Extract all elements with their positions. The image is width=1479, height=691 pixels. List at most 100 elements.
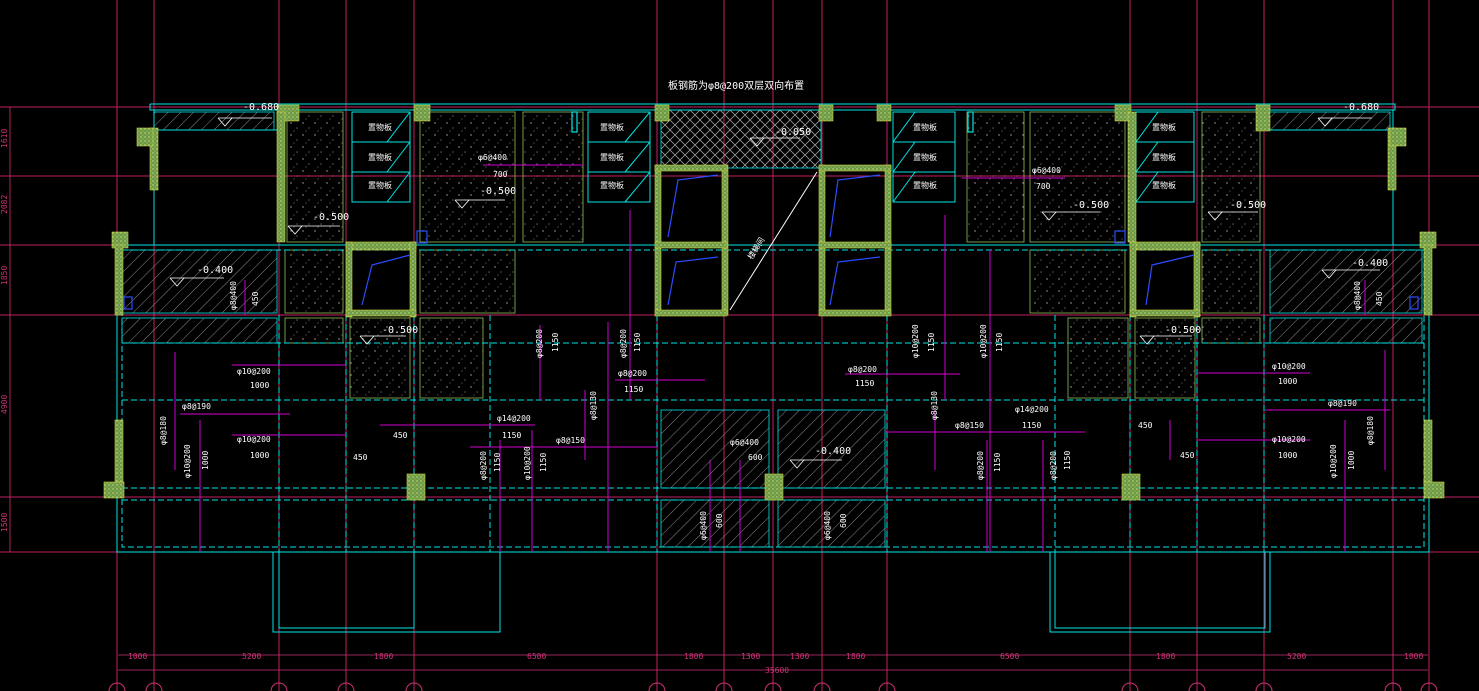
rebar-label: φ8@400 bbox=[1353, 281, 1362, 310]
rebar-label: 1000 bbox=[1278, 377, 1297, 386]
rebar-label: φ10@200 bbox=[523, 446, 532, 480]
columns bbox=[103, 104, 1445, 501]
dim-label: 5200 bbox=[242, 652, 261, 661]
dimension-lines bbox=[9, 107, 1428, 671]
rebar-label: φ10@200 bbox=[1272, 362, 1306, 371]
rebar-label: φ8@200 bbox=[1049, 451, 1058, 480]
rebar-label: 700 bbox=[1036, 182, 1051, 191]
blue-elements bbox=[123, 111, 1419, 310]
rebar-label: φ10@200 bbox=[183, 444, 192, 478]
rebar-label: φ6@400 bbox=[478, 153, 507, 162]
shelf-label: 置物板 bbox=[913, 180, 937, 190]
shelf-labels: 置物板 置物板 置物板 置物板 置物板 置物板 置物板 置物板 置物板 置物板 … bbox=[368, 122, 1176, 190]
rebar-label: φ10@200 bbox=[1329, 444, 1338, 478]
dotted-slabs bbox=[284, 111, 1261, 399]
shelf-label: 置物板 bbox=[368, 122, 392, 132]
rebar-label: φ8@400 bbox=[229, 281, 238, 310]
shelf-label: 置物板 bbox=[1152, 152, 1176, 162]
rebar-label: 1150 bbox=[493, 453, 502, 472]
rebar-label: 450 bbox=[1180, 451, 1195, 460]
total-dim-label: 35600 bbox=[765, 666, 789, 675]
rebar-label: φ10@200 bbox=[237, 367, 271, 376]
shelf-frames bbox=[351, 111, 1195, 203]
rebar-label: φ10@200 bbox=[1272, 435, 1306, 444]
level-markers bbox=[169, 117, 1380, 469]
level-label: -0.680 bbox=[243, 102, 279, 113]
shelf-label: 置物板 bbox=[913, 122, 937, 132]
level-label: -0.500 bbox=[1073, 200, 1109, 211]
rebar-label: φ6@400 bbox=[699, 511, 708, 540]
dim-label: 4900 bbox=[0, 395, 9, 414]
rebar-label: φ8@200 bbox=[976, 451, 985, 480]
bottom-dimension-labels: 1000 5200 1800 6500 1800 1300 1300 1800 … bbox=[128, 652, 1423, 675]
shelf-label: 置物板 bbox=[368, 180, 392, 190]
rebar-label: 1150 bbox=[927, 333, 936, 352]
rebar-label: 600 bbox=[715, 513, 724, 528]
rebar-label: 1150 bbox=[855, 379, 874, 388]
level-label: -0.500 bbox=[1230, 200, 1266, 211]
dim-label: 6500 bbox=[527, 652, 546, 661]
rebar-label: φ8@200 bbox=[618, 369, 647, 378]
rebar-label: φ14@200 bbox=[1015, 405, 1049, 414]
dim-label: 1300 bbox=[790, 652, 809, 661]
rebar-label: φ6@400 bbox=[823, 511, 832, 540]
rebar-label: 1000 bbox=[201, 451, 210, 470]
shelf-label: 置物板 bbox=[913, 152, 937, 162]
rebar-label: 1150 bbox=[502, 431, 521, 440]
shelf-label: 置物板 bbox=[600, 152, 624, 162]
rebar-label: φ6@400 bbox=[1032, 166, 1061, 175]
stair-diagonal bbox=[729, 171, 818, 311]
rebar-label: φ8@130 bbox=[589, 391, 598, 420]
rebar-label: 1150 bbox=[551, 333, 560, 352]
dim-label: 1800 bbox=[846, 652, 865, 661]
rebar-label: 1150 bbox=[1022, 421, 1041, 430]
dim-label: 1300 bbox=[741, 652, 760, 661]
rebar-label: 1000 bbox=[250, 451, 269, 460]
shelf-label: 置物板 bbox=[600, 180, 624, 190]
level-label: -0.680 bbox=[1343, 102, 1379, 113]
dim-label: 1000 bbox=[1404, 652, 1423, 661]
rebar-label: 700 bbox=[493, 170, 508, 179]
dim-label: 6500 bbox=[1000, 652, 1019, 661]
rebar-label: 1150 bbox=[539, 453, 548, 472]
rebar-label: 1150 bbox=[633, 333, 642, 352]
dim-label: 1800 bbox=[1156, 652, 1175, 661]
dim-label: 1000 bbox=[128, 652, 147, 661]
rebar-label: 450 bbox=[393, 431, 408, 440]
rebar-label: 450 bbox=[1375, 291, 1384, 306]
rebar-label: φ8@130 bbox=[930, 391, 939, 420]
left-dimension-labels: 1610 2082 1850 4900 1500 bbox=[0, 129, 9, 532]
rebar-label: 1000 bbox=[1278, 451, 1297, 460]
rebar-label: 1000 bbox=[1347, 451, 1356, 470]
rebar-label: φ10@200 bbox=[979, 324, 988, 358]
rebar-label: φ8@190 bbox=[182, 402, 211, 411]
rebar-labels: φ6@400 700 φ6@400 700 φ8@400 450 φ8@400 … bbox=[159, 153, 1384, 540]
rebar-label: φ10@200 bbox=[237, 435, 271, 444]
shelf-label: 置物板 bbox=[1152, 180, 1176, 190]
grid-bubbles bbox=[108, 682, 1438, 691]
dim-label: 1800 bbox=[684, 652, 703, 661]
rebar-label: 1150 bbox=[1063, 451, 1072, 470]
rebar-label: 1150 bbox=[993, 453, 1002, 472]
shelf-label: 置物板 bbox=[600, 122, 624, 132]
level-label: -0.500 bbox=[313, 212, 349, 223]
level-labels: -0.680 -0.680 -0.500 -0.500 -0.500 -0.50… bbox=[197, 102, 1388, 457]
rebar-label: φ8@200 bbox=[479, 451, 488, 480]
level-label: -0.050 bbox=[775, 127, 811, 138]
rebar-label: 600 bbox=[748, 453, 763, 462]
shelf-label: 置物板 bbox=[368, 152, 392, 162]
dim-label: 1850 bbox=[0, 266, 9, 285]
rebar-label: φ8@200 bbox=[848, 365, 877, 374]
rebar-label: 1000 bbox=[250, 381, 269, 390]
dim-label: 5200 bbox=[1287, 652, 1306, 661]
rebar-label: 450 bbox=[1138, 421, 1153, 430]
rebar-label: φ8@150 bbox=[556, 436, 585, 445]
rebar-label: φ14@200 bbox=[497, 414, 531, 423]
level-label: -0.500 bbox=[382, 325, 418, 336]
rebar-label: 1150 bbox=[995, 333, 1004, 352]
rebar-label: φ8@190 bbox=[1328, 399, 1357, 408]
rebar-lines bbox=[174, 164, 1390, 552]
level-label: -0.400 bbox=[1352, 258, 1388, 269]
rebar-label: 1150 bbox=[624, 385, 643, 394]
